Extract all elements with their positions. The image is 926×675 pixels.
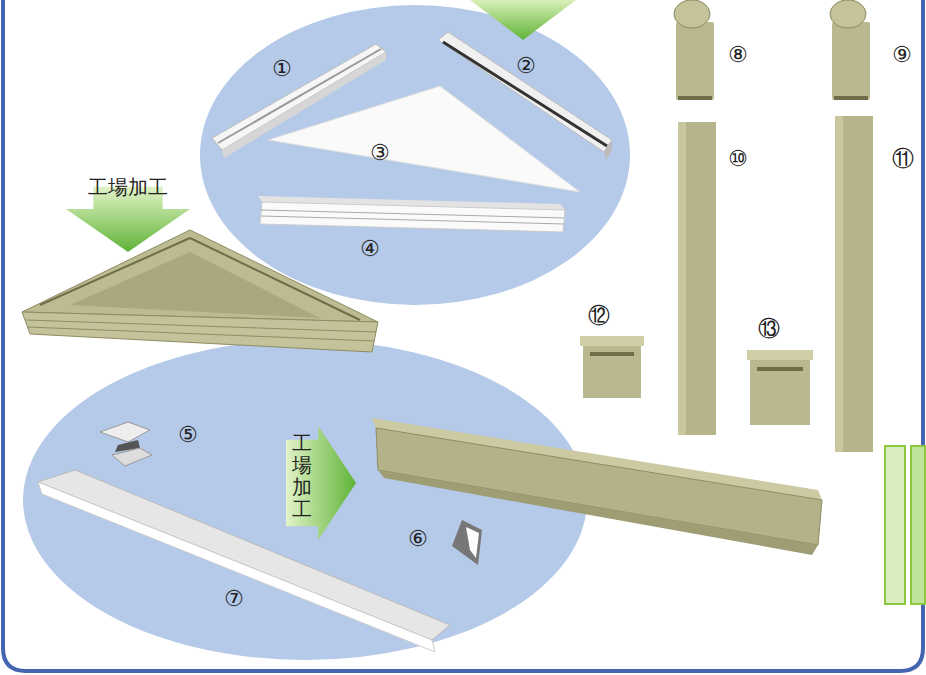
- block: [757, 367, 803, 371]
- callout-number: ⑫: [588, 305, 610, 327]
- green-bar: [911, 446, 925, 604]
- pediment-groove: [28, 327, 374, 341]
- panel-border: [3, 0, 923, 671]
- pediment-groove: [190, 238, 360, 320]
- block: [580, 336, 644, 346]
- pediment-groove: [40, 238, 190, 305]
- tympanum-part: [268, 86, 580, 192]
- pediment-groove: [26, 320, 376, 332]
- process-arrow: 工場加工: [286, 426, 356, 540]
- capital: [834, 96, 868, 100]
- capital-scroll: [830, 0, 866, 28]
- beam: [378, 470, 818, 555]
- molding-groove: [261, 216, 564, 224]
- small-part: [100, 422, 150, 442]
- callout-number: ⑬: [758, 318, 780, 340]
- block: [590, 352, 634, 356]
- molding-part: [260, 202, 565, 232]
- callout-number: ④: [360, 238, 380, 260]
- arrow-body: [286, 426, 356, 540]
- callout-number: ②: [516, 55, 536, 77]
- callout-number: ⑦: [224, 588, 244, 610]
- pediment: [22, 230, 378, 322]
- process-label: 工場加工: [66, 174, 190, 198]
- pillar: [678, 122, 686, 435]
- process-arrow: 工場加工: [66, 174, 190, 252]
- callout-number: ⑧: [728, 44, 748, 66]
- block: [750, 350, 810, 425]
- capital: [832, 22, 870, 100]
- group-ellipse: [23, 340, 587, 660]
- capital: [676, 22, 714, 100]
- callout-number: ⑪: [892, 148, 914, 170]
- group-ellipse: [200, 5, 630, 305]
- small-part: [112, 448, 152, 466]
- small-part: [452, 520, 482, 565]
- small-part: [466, 527, 479, 558]
- callout-number: ⑤: [178, 424, 198, 446]
- green-bar: [885, 446, 905, 604]
- pediment: [22, 312, 378, 352]
- pillar: [678, 122, 716, 435]
- pillar: [835, 116, 873, 452]
- capital: [678, 96, 712, 100]
- block: [747, 350, 813, 360]
- callout-number: ⑩: [728, 148, 748, 170]
- beam-part: [38, 470, 450, 640]
- callout-number: ③: [370, 142, 390, 164]
- pillar: [835, 116, 843, 452]
- callout-number: ⑨: [892, 44, 912, 66]
- beam-part: [38, 482, 435, 652]
- process-label: 工場加工: [292, 426, 312, 520]
- capital-scroll: [674, 0, 710, 28]
- molding-part: [604, 140, 612, 160]
- callout-number: ⑥: [408, 528, 428, 550]
- callout-number: ①: [272, 58, 292, 80]
- process-arrow: [470, 0, 576, 40]
- pediment: [70, 252, 320, 318]
